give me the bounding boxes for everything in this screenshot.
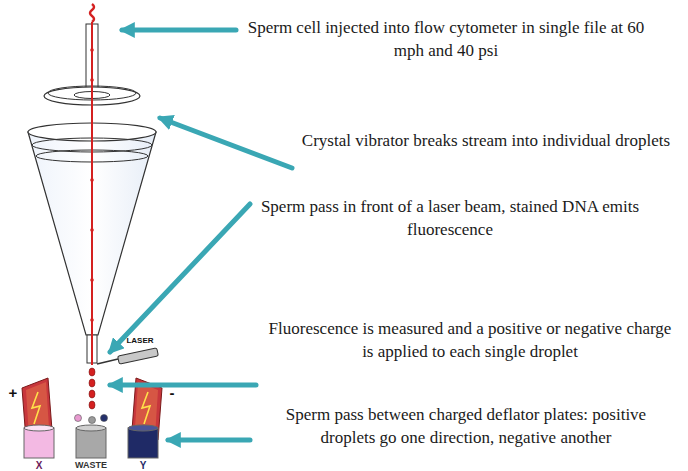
plate-charge: + [9,384,18,401]
tube-label: Y [140,460,147,471]
x-droplet [75,415,82,422]
callout-arrow [160,118,292,168]
callout-arrow [110,383,256,388]
y-droplet [101,415,108,422]
waste-tube [76,425,106,458]
callout-text: Sperm cell injected into flow cytometer … [244,17,648,63]
callout-arrows [110,30,292,440]
x-tube [24,425,54,458]
laser-label: LASER [126,336,153,345]
tube-label: WASTE [75,460,107,470]
laser-source [118,348,159,364]
callout-arrow [168,438,250,443]
callout-text: Sperm pass in front of a laser beam, sta… [258,196,642,242]
sperm-cell [90,4,94,22]
laser-beam [97,359,118,364]
callout-text: Fluorescence is measured and a positive … [262,318,678,364]
y-tube [128,425,158,458]
callout-text: Crystal vibrator breaks stream into indi… [300,130,672,153]
droplets [89,368,95,409]
tube-label: X [36,460,43,471]
callout-arrow [110,204,250,352]
sperm-cells [90,48,94,322]
sample-stream [91,22,93,365]
waste-droplet [89,417,96,424]
callout-arrow [122,28,236,33]
callout-text: Sperm pass between charged deflator plat… [258,404,674,450]
plate-charge: - [170,384,175,401]
